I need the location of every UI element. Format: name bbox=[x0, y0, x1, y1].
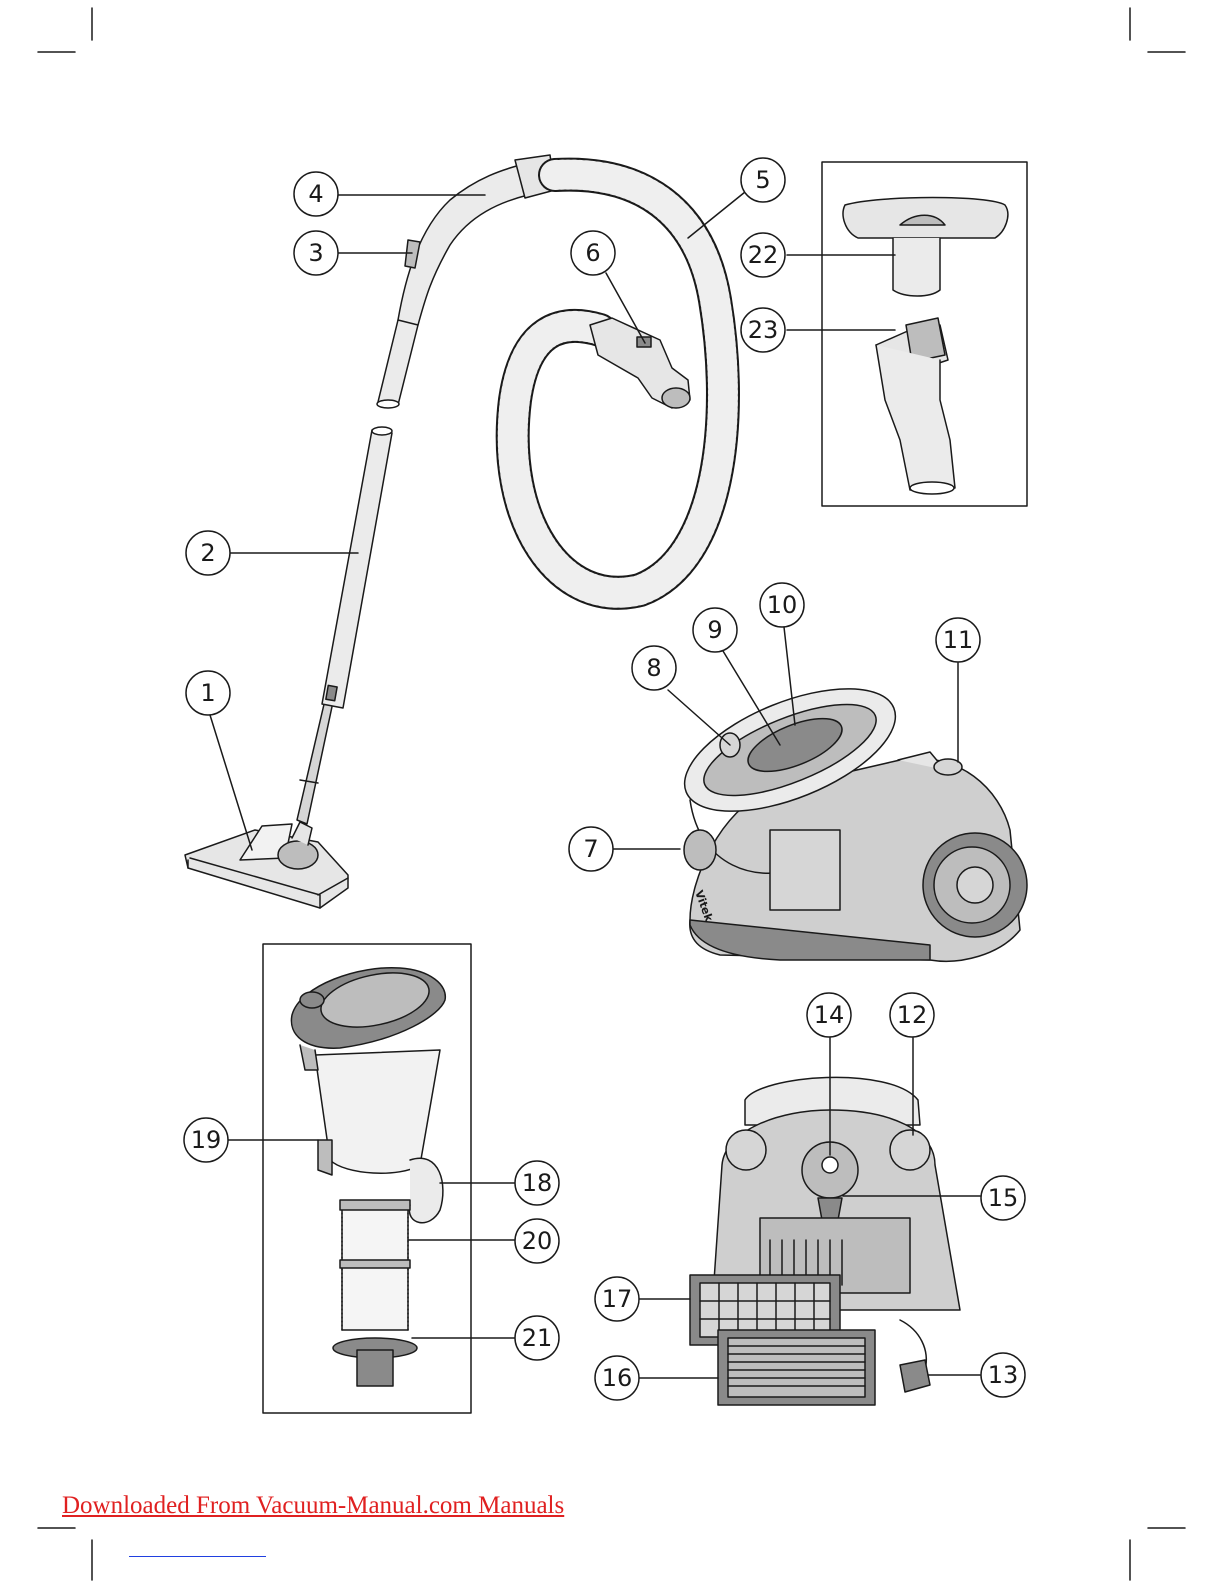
callout-3: 3 bbox=[308, 239, 323, 267]
lower-tube bbox=[297, 427, 392, 824]
callout-2: 2 bbox=[200, 539, 215, 567]
callout-11: 11 bbox=[943, 626, 974, 654]
callout-18: 18 bbox=[522, 1169, 553, 1197]
callout-22: 22 bbox=[748, 241, 779, 269]
floor-brush bbox=[185, 822, 348, 908]
callout-19: 19 bbox=[191, 1126, 222, 1154]
callout-6: 6 bbox=[585, 239, 600, 267]
callout-12: 12 bbox=[897, 1001, 928, 1029]
accessories-box bbox=[822, 162, 1027, 506]
callout-13: 13 bbox=[988, 1361, 1019, 1389]
callout-5: 5 bbox=[755, 166, 770, 194]
callout-4: 4 bbox=[308, 180, 323, 208]
footer-underline-divider bbox=[129, 1556, 266, 1557]
callout-15: 15 bbox=[988, 1184, 1019, 1212]
callout-21: 21 bbox=[522, 1324, 553, 1352]
callout-7: 7 bbox=[583, 835, 598, 863]
callout-9: 9 bbox=[707, 616, 722, 644]
callout-14: 14 bbox=[814, 1001, 845, 1029]
callout-8: 8 bbox=[646, 654, 661, 682]
callout-20: 20 bbox=[522, 1227, 553, 1255]
callout-17: 17 bbox=[602, 1285, 633, 1313]
callout-1: 1 bbox=[200, 679, 215, 707]
callout-23: 23 bbox=[748, 316, 779, 344]
flexible-hose bbox=[513, 175, 723, 593]
vacuum-body bbox=[668, 664, 1027, 962]
callout-10: 10 bbox=[767, 591, 798, 619]
footer-download-link[interactable]: Downloaded From Vacuum-Manual.com Manual… bbox=[62, 1492, 564, 1520]
dust-container-box bbox=[263, 944, 471, 1413]
callout-16: 16 bbox=[602, 1364, 633, 1392]
